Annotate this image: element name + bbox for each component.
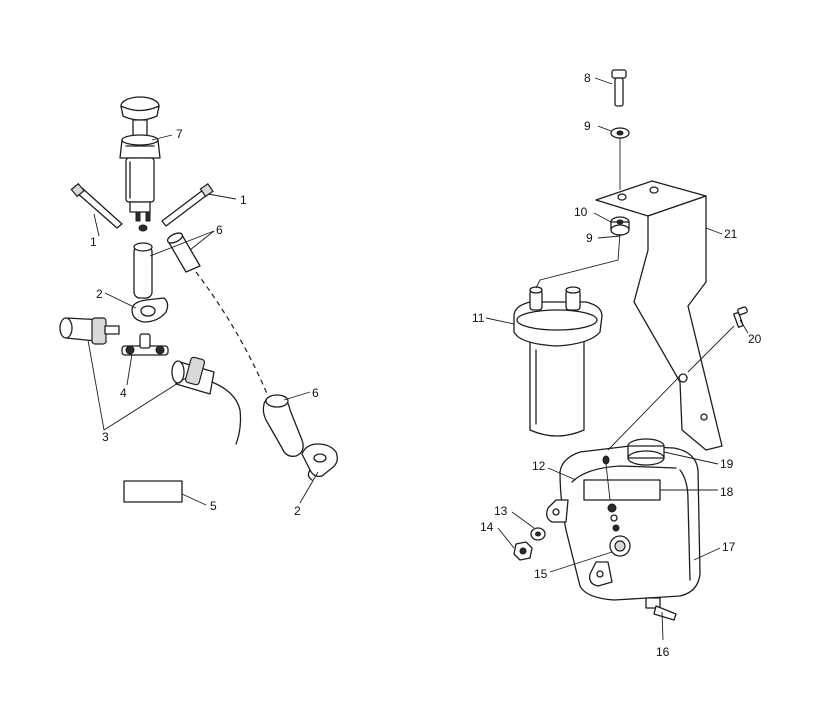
callout-3: 3 xyxy=(102,430,109,444)
callout-7: 7 xyxy=(176,127,183,141)
callout-10: 10 xyxy=(574,205,588,219)
callout-6-lower: 6 xyxy=(312,386,319,400)
callout-11: 11 xyxy=(472,311,485,325)
vent-fittings xyxy=(602,375,681,532)
washer-13 xyxy=(530,527,546,541)
callout-15: 15 xyxy=(534,567,548,581)
leader-lines xyxy=(87,77,749,641)
callout-1-left: 1 xyxy=(90,235,97,249)
callout-19: 19 xyxy=(720,457,734,471)
bolt-top xyxy=(611,69,627,107)
mounting-bracket xyxy=(595,180,723,451)
reservoir-tank xyxy=(546,438,701,621)
filter-link xyxy=(535,233,621,289)
callout-12: 12 xyxy=(532,459,546,473)
primer-pump xyxy=(119,96,161,222)
callout-1-right: 1 xyxy=(240,193,247,207)
cable-tie-right xyxy=(161,183,214,227)
angled-hose-upper xyxy=(166,232,201,273)
callout-20: 20 xyxy=(748,332,762,346)
nut-14 xyxy=(513,541,533,561)
callout-6-upper: 6 xyxy=(216,223,223,237)
tee-fitting xyxy=(121,333,169,356)
fuel-filter xyxy=(513,286,603,437)
callout-13: 13 xyxy=(494,504,508,518)
callout-4: 4 xyxy=(120,386,127,400)
hose-clamp-upper xyxy=(131,297,169,323)
curved-hose-lower xyxy=(262,394,304,457)
inline-fitting-left xyxy=(59,317,120,345)
callout-21: 21 xyxy=(724,227,738,241)
callout-8: 8 xyxy=(584,71,591,85)
decal xyxy=(123,480,183,503)
callout-2-lower: 2 xyxy=(294,504,301,518)
callout-2-upper: 2 xyxy=(96,287,103,301)
hose-clamp-lower xyxy=(301,443,338,481)
callout-9-lower: 9 xyxy=(586,231,593,245)
callout-5: 5 xyxy=(210,499,217,513)
screw xyxy=(733,306,748,328)
callout-17: 17 xyxy=(722,540,736,554)
callout-18: 18 xyxy=(720,485,734,499)
grommet xyxy=(610,216,630,236)
washer-upper xyxy=(610,127,630,139)
inline-fitting-right xyxy=(171,356,242,445)
callout-16: 16 xyxy=(656,645,670,659)
screw-axis xyxy=(687,325,735,373)
fuel-line xyxy=(195,271,269,397)
callout-14: 14 xyxy=(480,520,494,534)
cable-tie-left xyxy=(70,182,123,229)
short-hose xyxy=(133,224,153,299)
callout-9-upper: 9 xyxy=(584,119,591,133)
callout-labels: 1 1 2 4 3 5 6 6 7 2 8 9 10 9 21 11 20 12… xyxy=(90,71,762,659)
